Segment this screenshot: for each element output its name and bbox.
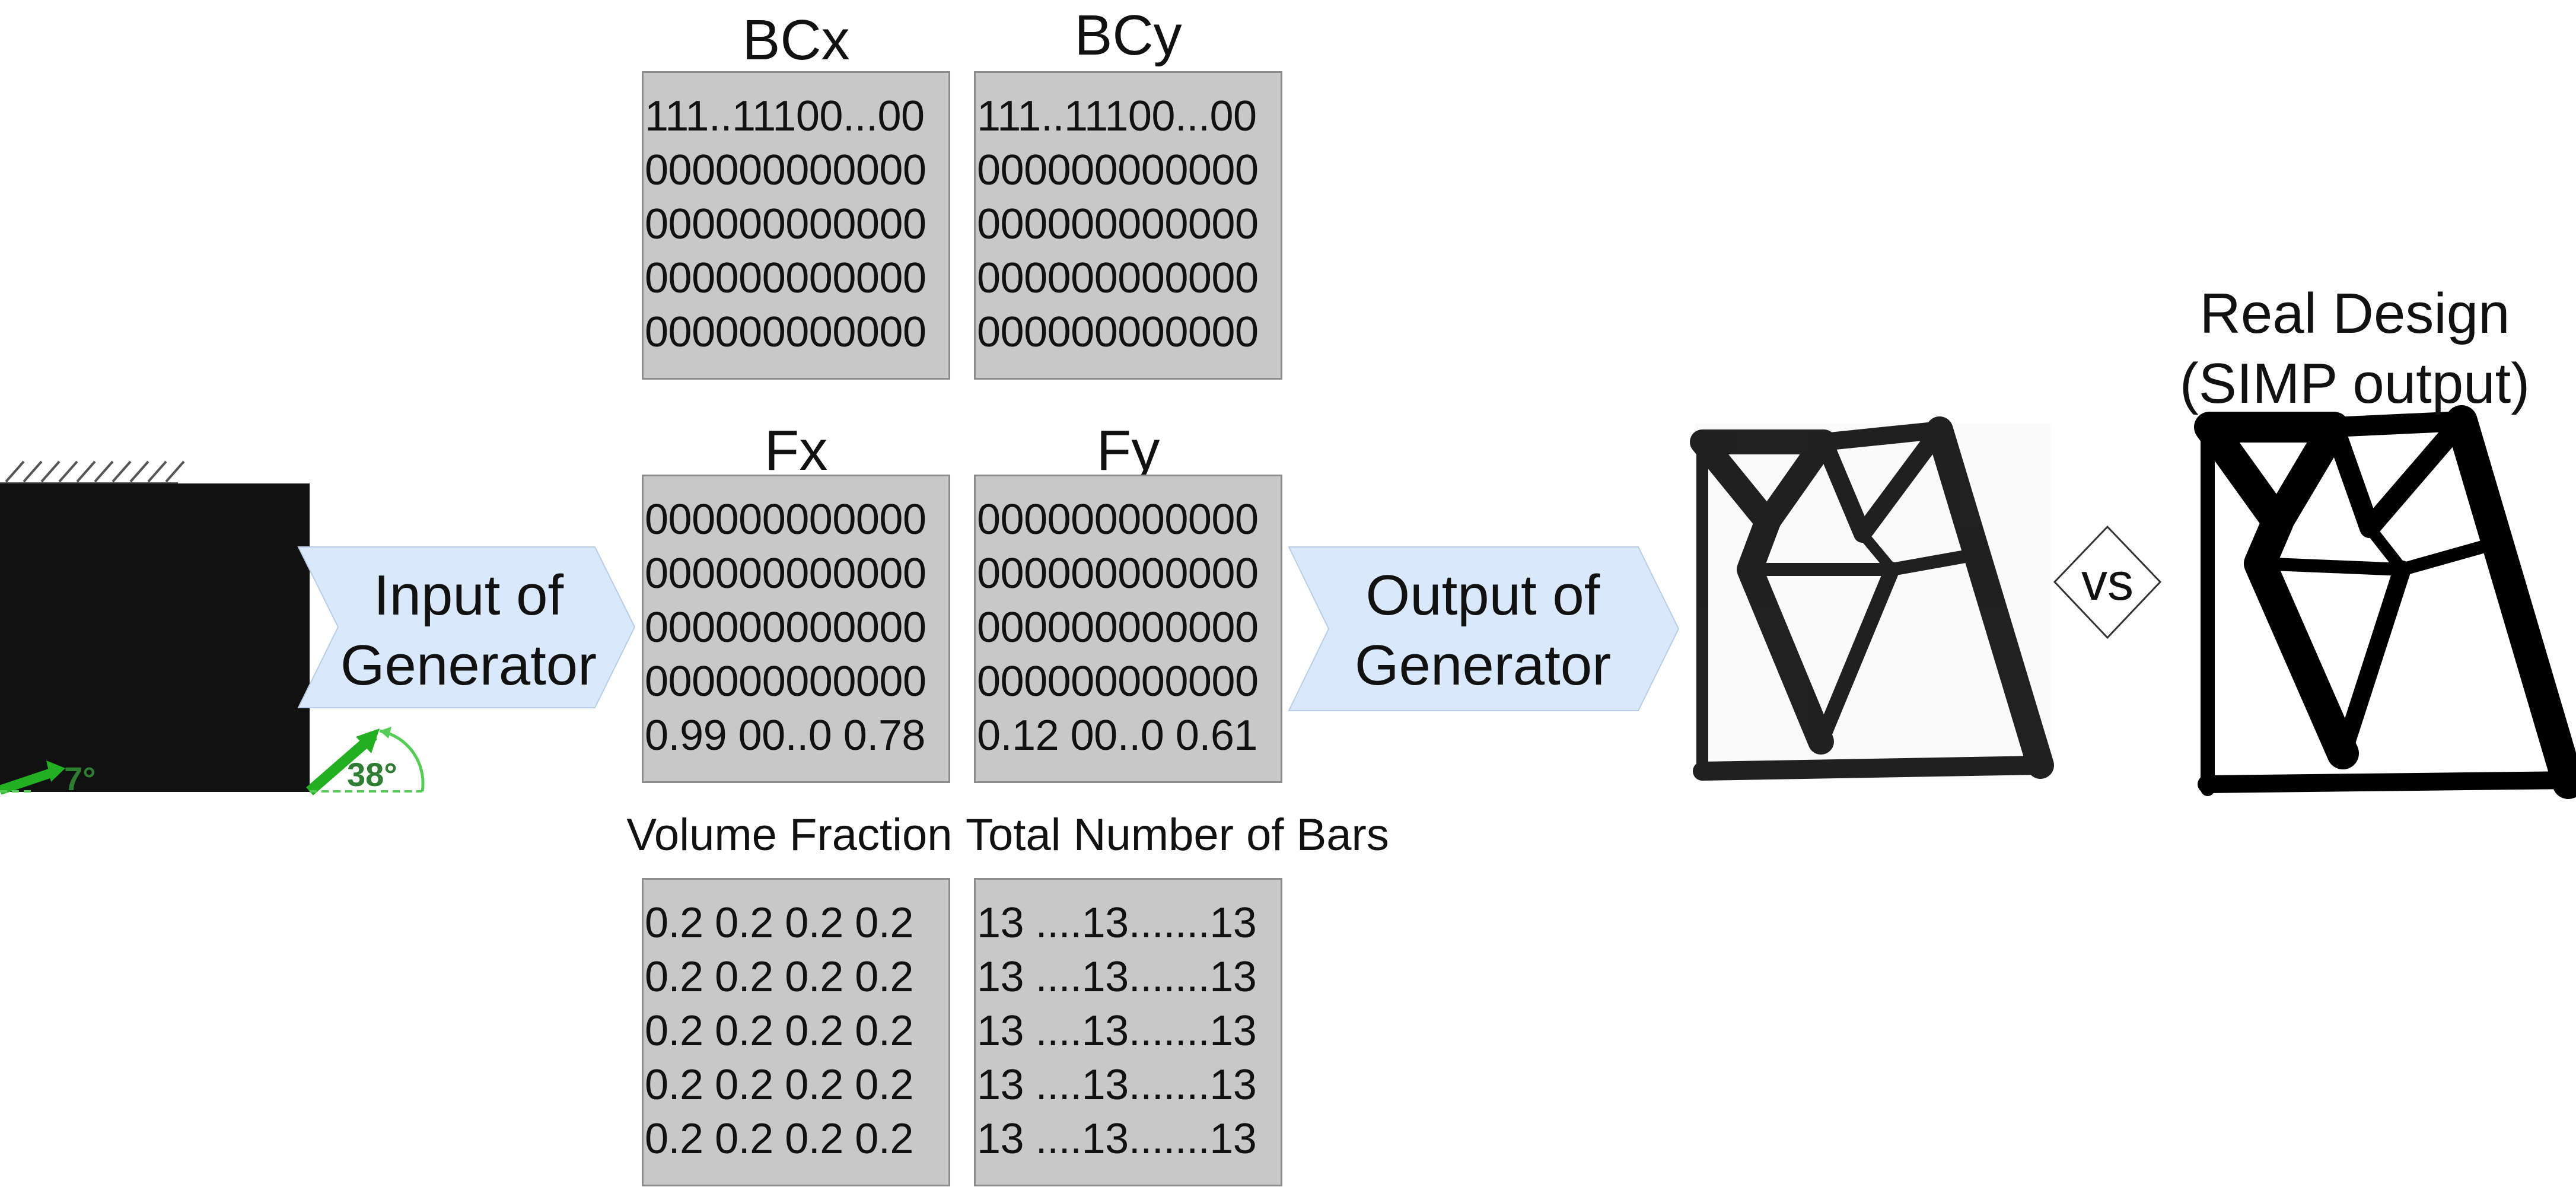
matrix-row: 000000000000 <box>645 308 926 356</box>
output-arrow-label: Output of Generator <box>1329 561 1637 701</box>
fixed-support-hatch <box>0 460 185 485</box>
matrix-row: 0.12 00..0 0.61 <box>977 712 1257 759</box>
matrix-row: 0.2 0.2 0.2 0.2 <box>645 1115 913 1163</box>
matrix-row: 000000000000 <box>977 147 1259 194</box>
fy-matrix: 000000000000 000000000000 000000000000 0… <box>974 475 1282 783</box>
matrix-row: 111..11100...00 <box>977 93 1257 140</box>
matrix-row: 0.2 0.2 0.2 0.2 <box>645 1061 913 1109</box>
total-bars-matrix: 13 ....13.......13 13 ....13.......13 13… <box>974 878 1282 1186</box>
matrix-row: 111..11100...00 <box>645 93 925 140</box>
fx-title: Fx <box>764 419 828 482</box>
input-arrow-label: Input of Generator <box>329 561 608 701</box>
matrix-row: 0.2 0.2 0.2 0.2 <box>645 899 913 947</box>
matrix-row: 0.99 00..0 0.78 <box>645 712 925 759</box>
output-arrow-line2: Generator <box>1354 634 1612 697</box>
matrix-row: 000000000000 <box>977 550 1259 597</box>
matrix-row: 000000000000 <box>977 658 1259 705</box>
design-domain-block <box>0 483 310 792</box>
matrix-row: 13 ....13.......13 <box>977 899 1257 947</box>
matrix-row: 13 ....13.......13 <box>977 1115 1257 1163</box>
volume-fraction-title: Volume Fraction <box>626 810 953 860</box>
matrix-row: 000000000000 <box>977 254 1259 302</box>
bcx-title: BCx <box>742 8 850 72</box>
input-arrow-line2: Generator <box>340 634 597 697</box>
input-arrow-shape <box>297 546 636 708</box>
matrix-row: 000000000000 <box>645 604 926 651</box>
output-arrow-shape <box>1288 546 1680 711</box>
volume-fraction-matrix: 0.2 0.2 0.2 0.2 0.2 0.2 0.2 0.2 0.2 0.2 … <box>642 878 950 1186</box>
angle-label-right: 38° <box>347 756 397 793</box>
vs-label: vs <box>2081 552 2134 611</box>
matrix-row: 000000000000 <box>645 496 926 543</box>
bcx-matrix: 111..11100...00 000000000000 00000000000… <box>642 71 950 380</box>
matrix-row: 0.2 0.2 0.2 0.2 <box>645 1007 913 1055</box>
matrix-row: 000000000000 <box>977 308 1259 356</box>
real-design-title: Real Design (SIMP output) <box>2147 279 2562 419</box>
output-arrow-line1: Output of <box>1365 564 1600 627</box>
matrix-row: 000000000000 <box>645 550 926 597</box>
force-arrow-left-icon <box>0 760 65 795</box>
matrix-row: 13 ....13.......13 <box>977 1061 1257 1109</box>
real-design-line2: (SIMP output) <box>2179 352 2530 415</box>
real-design-image <box>2194 405 2576 799</box>
matrix-row: 000000000000 <box>645 254 926 302</box>
generated-design-image <box>1690 416 2054 781</box>
matrix-row: 000000000000 <box>977 201 1259 248</box>
matrix-row: 13 ....13.......13 <box>977 1007 1257 1055</box>
matrix-row: 000000000000 <box>977 496 1259 543</box>
matrix-row: 0.2 0.2 0.2 0.2 <box>645 953 913 1001</box>
real-design-line1: Real Design <box>2199 282 2510 345</box>
bcy-matrix: 111..11100...00 000000000000 00000000000… <box>974 71 1282 380</box>
fx-matrix: 000000000000 000000000000 000000000000 0… <box>642 475 950 783</box>
matrix-row: 13 ....13.......13 <box>977 953 1257 1001</box>
matrix-row: 000000000000 <box>645 147 926 194</box>
total-bars-title: Total Number of Bars <box>966 810 1389 860</box>
fy-title: Fy <box>1096 419 1160 482</box>
matrix-row: 000000000000 <box>977 604 1259 651</box>
input-arrow-line1: Input of <box>373 564 564 627</box>
vs-diamond <box>2053 525 2162 639</box>
force-arrow-right-icon <box>306 727 425 795</box>
bcy-title: BCy <box>1074 4 1182 67</box>
angle-label-left: 7° <box>64 760 96 797</box>
matrix-row: 000000000000 <box>645 201 926 248</box>
matrix-row: 000000000000 <box>645 658 926 705</box>
